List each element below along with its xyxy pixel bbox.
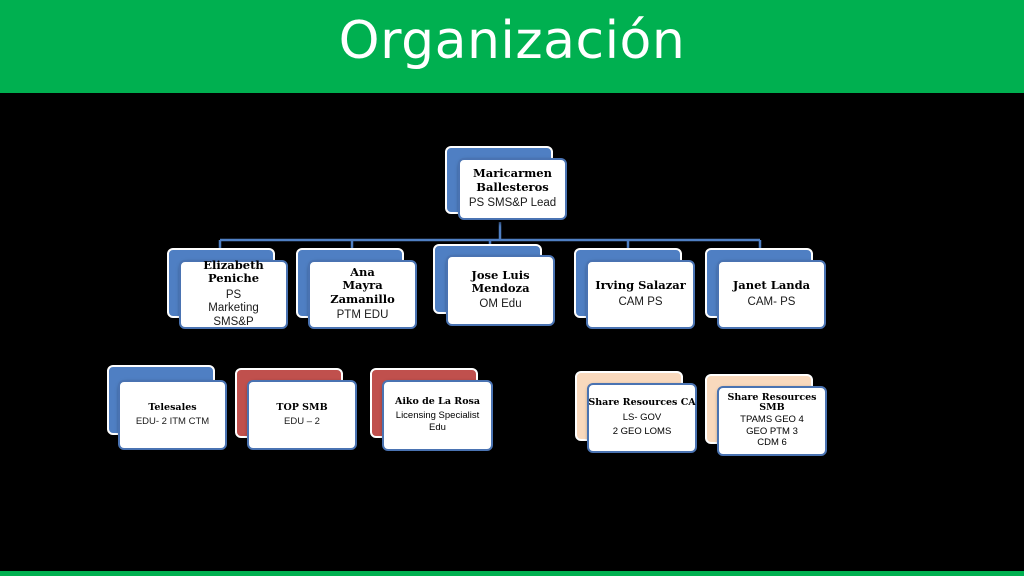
org-node-top-smb: TOP SMB EDU – 2 [235, 368, 357, 450]
org-node-aiko-de-la-rosa: Aiko de La Rosa Licensing Specialist Edu [370, 368, 493, 451]
org-node-janet-landa: Janet Landa CAM- PS [705, 248, 826, 329]
team-line: Edu [429, 421, 446, 433]
report-role: CAM PS [618, 295, 663, 308]
root-name: Maricarmen Ballesteros [473, 166, 552, 194]
team-line: Licensing Specialist [395, 410, 480, 422]
report-role: OM Edu [479, 298, 522, 311]
slide-title: Organización [338, 11, 686, 71]
team-line: TPAMS GEO 4 [740, 413, 804, 425]
org-node-elizabeth-peniche: Elizabeth Peniche PS Marketing SMS&P [167, 248, 288, 329]
org-node-telesales: Telesales EDU- 2 ITM CTM [107, 365, 227, 450]
org-node-irving-salazar: Irving Salazar CAM PS [574, 248, 695, 329]
team-name: TOP SMB [276, 401, 328, 413]
team-line: CDM 6 [757, 437, 787, 449]
report-name: Irving Salazar [595, 278, 686, 293]
report-role: CAM- PS [747, 295, 796, 308]
team-name: Share Resources CA [588, 396, 696, 408]
team-line: 2 GEO LOMS [612, 426, 672, 438]
team-line: LS- GOV [622, 411, 662, 423]
org-node-root: Maricarmen Ballesteros PS SMS&P Lead [445, 146, 567, 220]
org-node-ana-mayra-zamanillo: Ana Mayra Zamanillo PTM EDU [296, 248, 417, 329]
report-name: Elizabeth Peniche [203, 258, 264, 286]
report-role: PTM EDU [336, 308, 389, 321]
org-node-share-resources-ca: Share Resources CA LS- GOV 2 GEO LOMS [575, 371, 697, 453]
title-bar [0, 0, 1024, 93]
team-line: EDU – 2 [284, 415, 320, 427]
team-name: Aiko de La Rosa [394, 396, 481, 408]
team-line: EDU- 2 ITM CTM [135, 415, 210, 427]
report-name: Ana Mayra Zamanillo [330, 265, 395, 306]
root-role: PS SMS&P Lead [468, 196, 557, 209]
team-line: GEO PTM 3 [746, 425, 798, 437]
report-role: PS Marketing SMS&P [208, 288, 259, 329]
report-name: Janet Landa [732, 278, 811, 293]
org-node-jose-luis-mendoza: Jose Luis Mendoza OM Edu [433, 244, 555, 326]
report-name: Jose Luis Mendoza [471, 267, 530, 296]
team-name: Telesales [148, 401, 197, 413]
footer-bar [0, 571, 1024, 576]
team-name: Share Resources SMB [727, 391, 817, 413]
org-node-share-resources-smb: Share Resources SMB TPAMS GEO 4 GEO PTM … [705, 374, 827, 456]
